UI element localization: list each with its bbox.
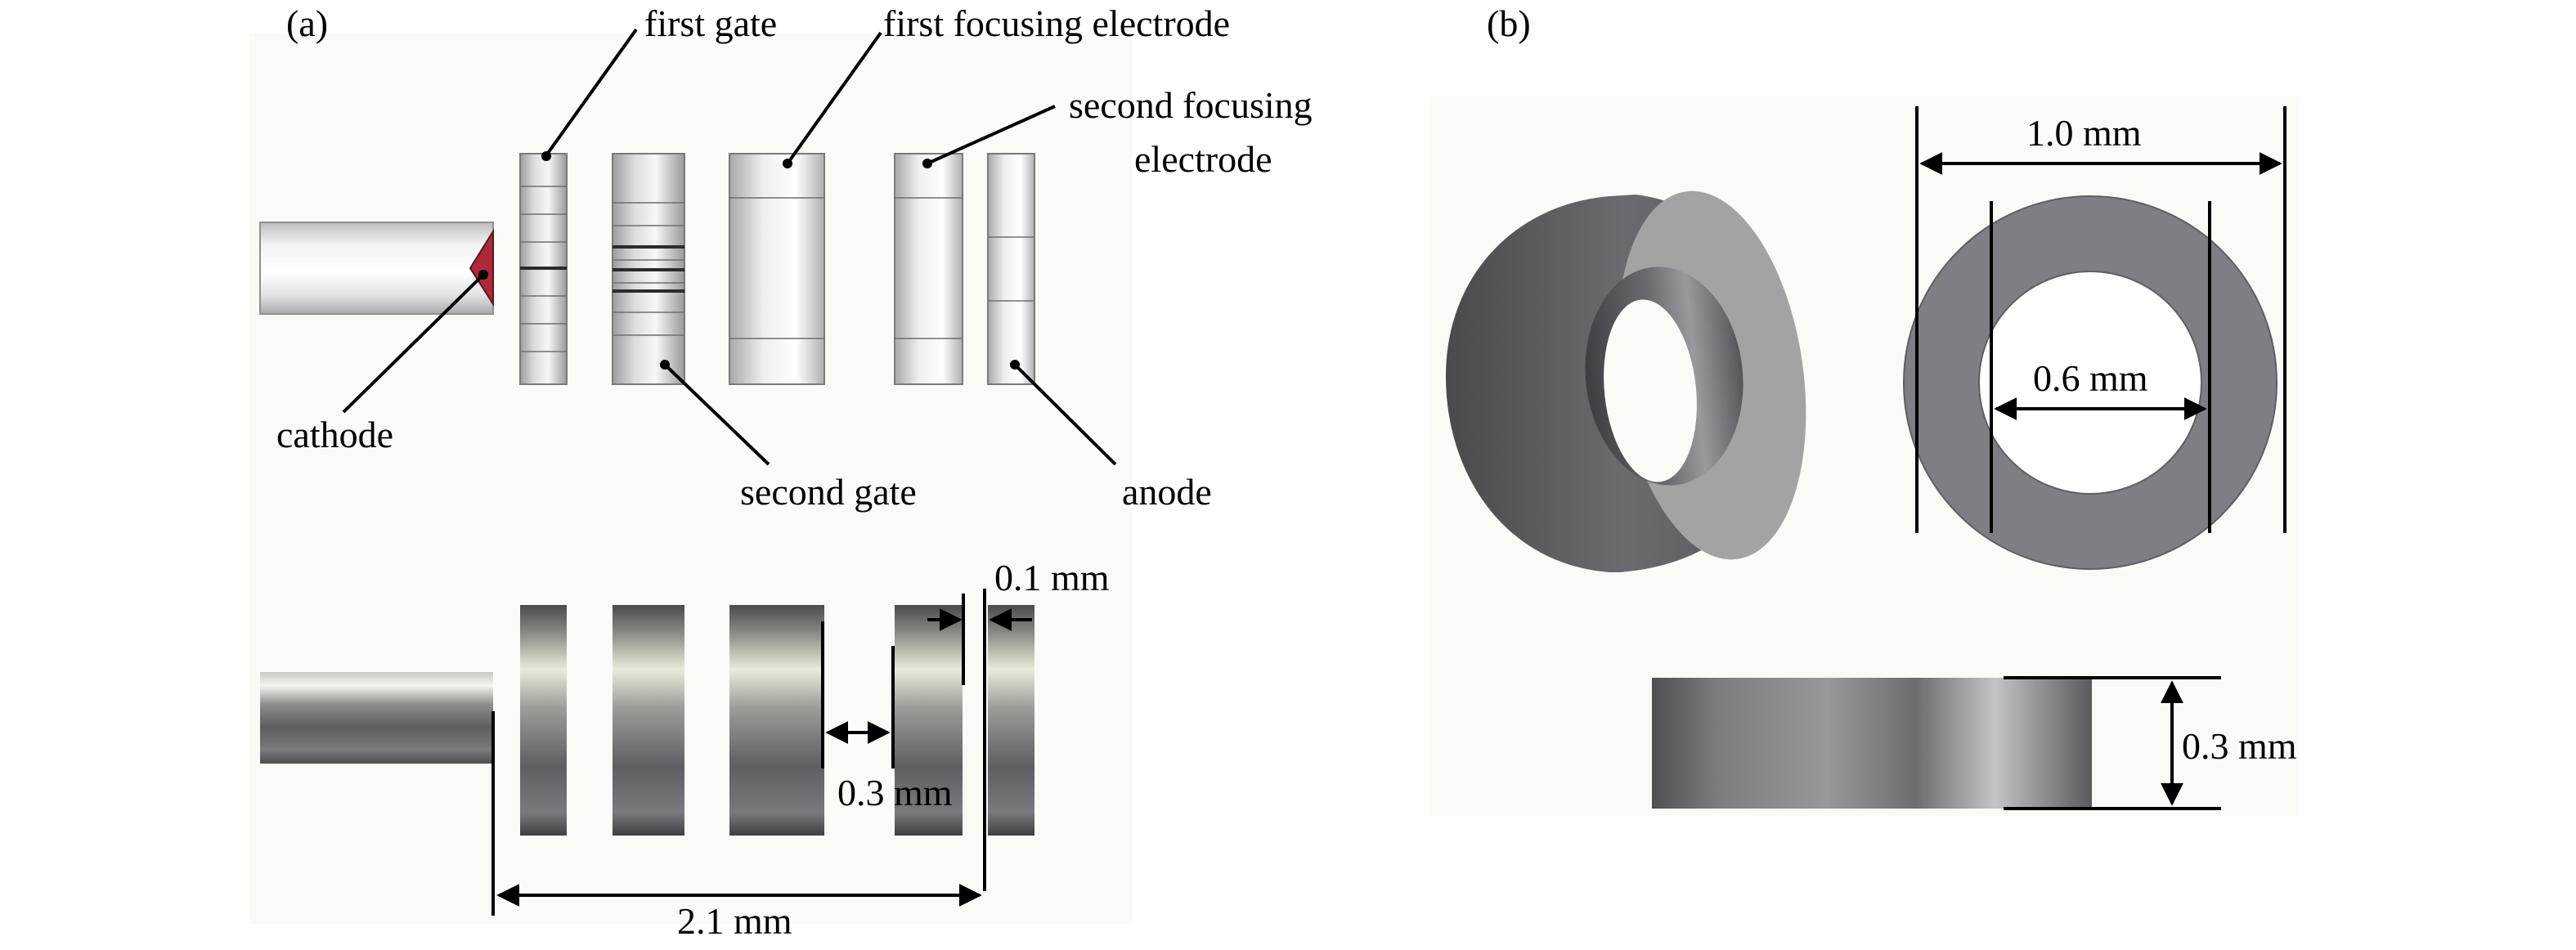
anode-gap-dimension: 0.1 mm <box>994 557 1110 598</box>
total-length-dimension: 2.1 mm <box>677 900 792 942</box>
outer-diameter-dimension: 1.0 mm <box>2026 112 2142 154</box>
first-focusing-electrode <box>729 153 825 385</box>
electrode-gap-dimension: 0.3 mm <box>837 772 953 813</box>
first-focusing-electrode-label: first focusing electrode <box>883 2 1230 44</box>
second-focusing-electrode <box>894 153 963 385</box>
inner-diameter-dimension: 0.6 mm <box>2033 357 2148 399</box>
cathode-rod <box>259 222 494 315</box>
panel-a-tag: (a) <box>286 2 328 44</box>
panel-a-dimensions: 0.1 mm 0.3 mm 2.1 mm <box>491 557 1110 942</box>
second-focusing-electrode-label-line1: second focusing <box>1069 84 1313 126</box>
first-gate-exterior <box>520 605 567 836</box>
panel-a-top-view <box>259 153 1035 385</box>
panel-b: (b) 1.0 mm 0.6 mm <box>1429 2 2300 816</box>
first-gate-label: first gate <box>644 2 777 44</box>
panel-a-bottom-view <box>260 605 1034 836</box>
second-focusing-electrode-label-line2: electrode <box>1134 138 1272 180</box>
ring-side-view: 0.3 mm <box>1652 676 2297 810</box>
cathode-tip <box>469 228 494 307</box>
panel-b-tag: (b) <box>1487 2 1531 44</box>
panel-a: (a) <box>249 2 1313 942</box>
second-gate-exterior <box>613 605 684 836</box>
thickness-dimension: 0.3 mm <box>2182 725 2297 767</box>
ring-isometric-view <box>1446 190 1806 572</box>
ring-front-view: 1.0 mm 0.6 mm <box>1903 106 2287 570</box>
second-gate-label: second gate <box>740 471 917 513</box>
anode-exterior <box>988 605 1034 836</box>
first-gate-electrode <box>519 153 568 385</box>
panel-a-callouts: first gate first focusing electrode seco… <box>276 2 1313 513</box>
first-focusing-electrode-exterior <box>729 605 824 836</box>
cathode-rod-exterior <box>260 672 493 764</box>
anode-electrode <box>987 153 1035 385</box>
anode-label: anode <box>1122 471 1212 513</box>
ring-inner-circle <box>1978 271 2202 495</box>
ring-side-profile <box>1652 678 2092 809</box>
second-gate-electrode <box>612 153 685 385</box>
cathode-label: cathode <box>276 414 393 455</box>
second-focusing-electrode-exterior <box>895 605 963 836</box>
